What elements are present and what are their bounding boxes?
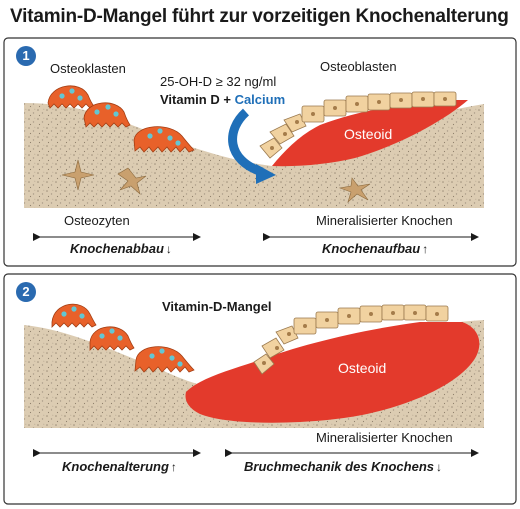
label-osteoklasten: Osteoklasten	[50, 61, 126, 76]
osteoblast-nuclei-2	[262, 311, 439, 365]
caption-knochenalterung-text: Knochenalterung	[62, 459, 169, 474]
vitamin-calcium-arrow	[228, 108, 264, 177]
osteoblast-nuclei-1	[270, 97, 447, 150]
vitamin-calcium-arrow-head	[256, 164, 276, 184]
label-vitamin-d: Vitamin D	[160, 92, 220, 107]
panel-1-badge: 1	[16, 46, 36, 66]
caption-knochenaufbau-text: Knochenaufbau	[322, 241, 421, 256]
caption-bruchmechanik: Bruchmechanik des Knochens↓	[244, 460, 442, 473]
caption-knochenabbau: Knochenabbau↓	[70, 242, 172, 255]
label-plus: +	[223, 92, 231, 107]
diagram-title: Vitamin-D-Mangel führt zur vorzeitigen K…	[10, 6, 509, 27]
caption-knochenalterung-arrow: ↑	[170, 460, 177, 474]
osteocyte-3	[338, 177, 371, 203]
panel-2-badge: 2	[16, 282, 36, 302]
osteocyte-2	[117, 167, 147, 195]
osteoclast-2a	[51, 303, 97, 328]
caption-knochenabbau-arrow: ↓	[165, 242, 172, 256]
osteoclast-2c	[134, 346, 195, 373]
osteoid-2	[185, 322, 480, 423]
osteoid-1	[272, 100, 468, 167]
label-vitamin-calcium: Vitamin D + Calcium	[160, 93, 285, 106]
label-osteoid-1: Osteoid	[344, 126, 393, 142]
osteoclast-1b	[83, 102, 131, 128]
caption-bruchmechanik-text: Bruchmechanik des Knochens	[244, 459, 434, 474]
osteoclast-1c	[133, 126, 195, 153]
osteocyte-1	[61, 159, 95, 191]
label-osteoid-2: Osteoid	[338, 360, 387, 376]
label-osteoblasten: Osteoblasten	[320, 59, 397, 74]
osteoclast-2b	[89, 326, 135, 351]
label-osteozyten: Osteozyten	[64, 213, 130, 228]
caption-knochenaufbau: Knochenaufbau↑	[322, 242, 428, 255]
label-calcium: Calcium	[234, 92, 286, 107]
panel-2-heading: Vitamin-D-Mangel	[162, 299, 272, 314]
caption-bruchmechanik-arrow: ↓	[436, 460, 442, 474]
label-mineralized-2: Mineralisierter Knochen	[316, 430, 453, 445]
caption-knochenalterung: Knochenalterung↑	[62, 460, 177, 473]
label-mineralized-1: Mineralisierter Knochen	[316, 213, 453, 228]
caption-knochenaufbau-arrow: ↑	[422, 242, 429, 256]
label-condition: 25-OH-D ≥ 32 ng/ml	[160, 74, 277, 89]
osteoclast-1a	[47, 85, 95, 109]
caption-knochenabbau-text: Knochenabbau	[70, 241, 164, 256]
